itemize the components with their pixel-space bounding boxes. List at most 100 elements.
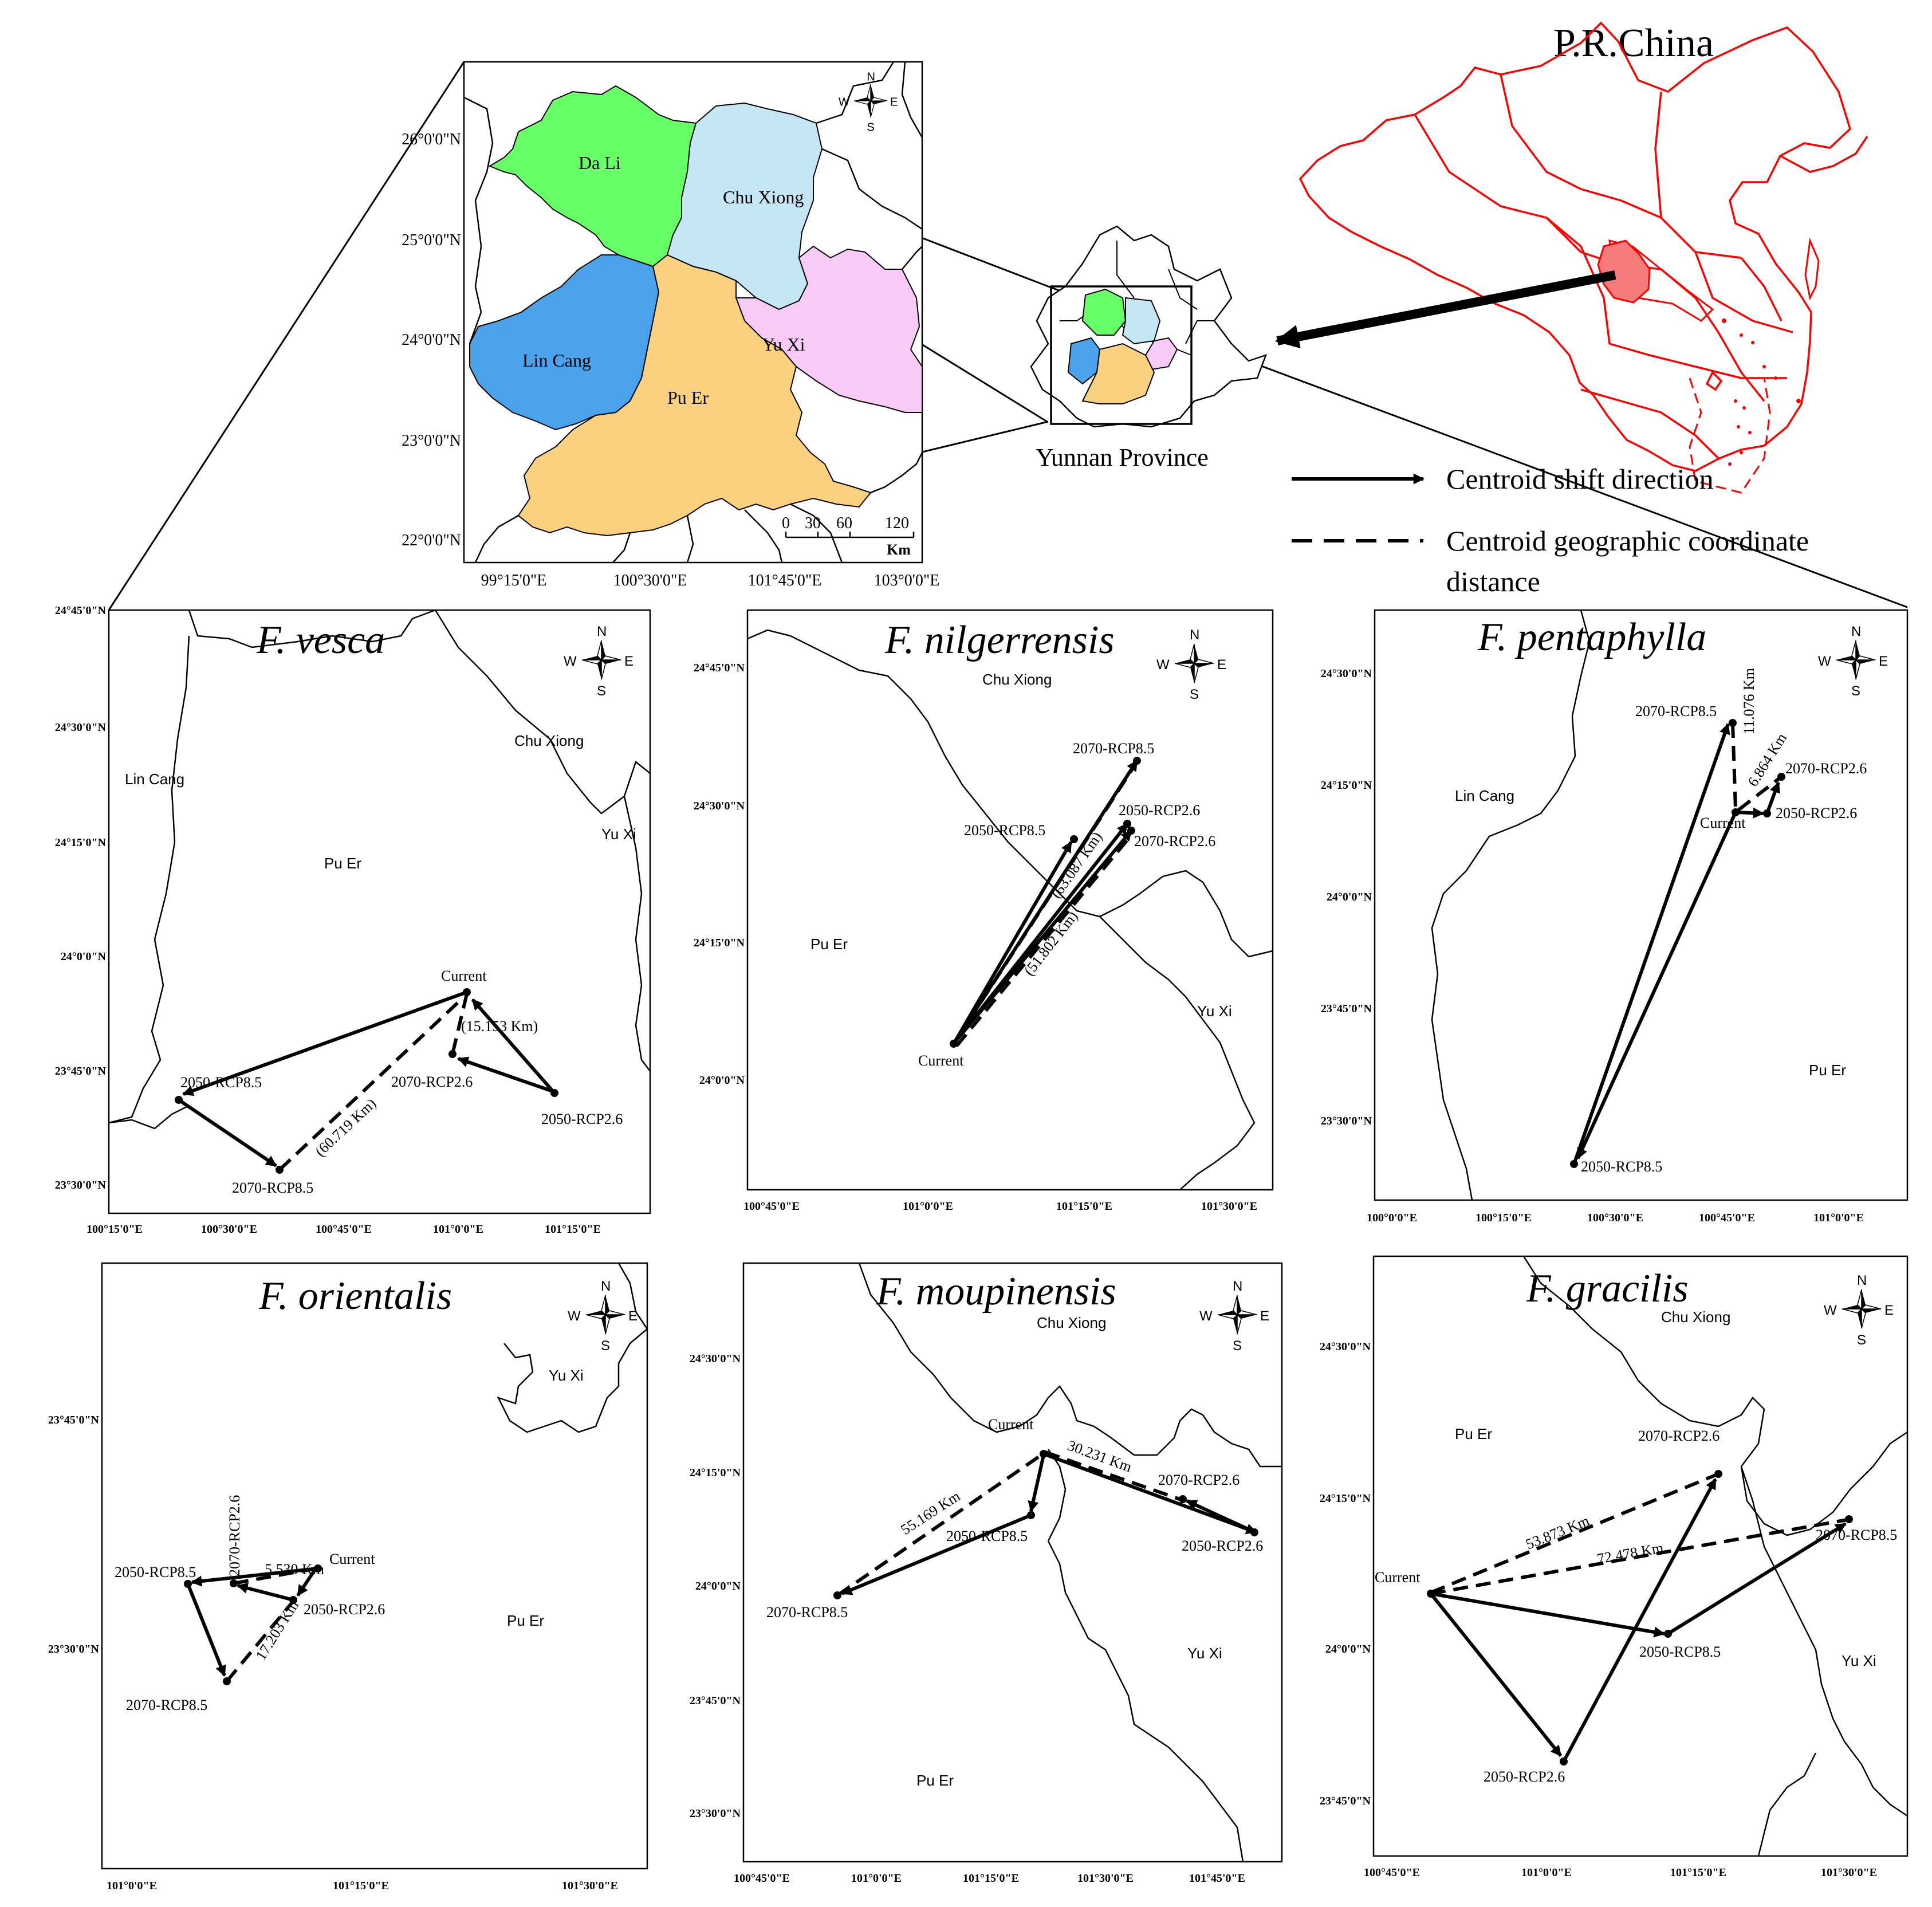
svg-text:23°30'0"N: 23°30'0"N (48, 1643, 100, 1656)
svg-text:100°45'0"E: 100°45'0"E (1364, 1866, 1420, 1879)
svg-text:24°30'0"N: 24°30'0"N (1320, 1340, 1371, 1353)
panel-title: F. moupinensis (876, 1269, 1116, 1314)
svg-text:101°15'0"E: 101°15'0"E (545, 1223, 601, 1236)
svg-text:24°45'0"N: 24°45'0"N (55, 604, 107, 617)
svg-text:23°45'0"N: 23°45'0"N (55, 1065, 107, 1078)
svg-text:101°45'0"E: 101°45'0"E (1189, 1872, 1245, 1885)
panel-title: F. nilgerrensis (884, 618, 1115, 662)
svg-text:101°0'0"E: 101°0'0"E (433, 1223, 483, 1236)
scale-num-0: 0 (782, 514, 790, 532)
svg-text:24°45'0"N: 24°45'0"N (694, 662, 745, 674)
point-2050-rcp85: 2050-RCP8.5 (180, 1074, 262, 1091)
overview-map: Da Li Chu Xiong Lin Cang Yu Xi Pu Er 0 3… (402, 61, 939, 589)
region-lincang: Lin Cang (1455, 787, 1514, 804)
compass-icon: NS EW (1818, 624, 1888, 699)
scale-unit: Km (887, 541, 911, 558)
point-2050-rcp26: 2050-RCP2.6 (1119, 802, 1200, 819)
point-2050-rcp85: 2050-RCP8.5 (1581, 1158, 1662, 1175)
point-2050-rcp26: 2050-RCP2.6 (541, 1111, 623, 1127)
legend-dashed-label-1: Centroid geographic coordinate (1446, 525, 1809, 557)
svg-text:23°30'0"N: 23°30'0"N (1321, 1115, 1372, 1127)
overview-lat-26: 26°0'0"N (402, 131, 461, 148)
svg-text:101°15'0"E: 101°15'0"E (1670, 1866, 1726, 1879)
region-yuxi: Yu Xi (1197, 1002, 1232, 1020)
svg-text:24°30'0"N: 24°30'0"N (1321, 667, 1372, 680)
point-2070-rcp85: 2070-RCP8.5 (232, 1179, 313, 1196)
svg-text:101°30'0"E: 101°30'0"E (1821, 1866, 1877, 1879)
svg-text:W: W (1156, 657, 1170, 673)
overview-lon-1: 99°15'0"E (481, 572, 547, 589)
legend: Centroid shift direction Centroid geogra… (1292, 463, 1809, 597)
point-2050-rcp26: 2050-RCP2.6 (1484, 1768, 1565, 1785)
svg-text:100°45'0"E: 100°45'0"E (743, 1200, 800, 1213)
point-2070-rcp26: 2070-RCP2.6 (1638, 1428, 1719, 1444)
region-puer: Pu Er (1455, 1425, 1492, 1442)
svg-text:24°0'0"N: 24°0'0"N (1327, 891, 1372, 903)
svg-text:100°30'0"E: 100°30'0"E (1587, 1212, 1643, 1224)
point-2050-rcp85: 2050-RCP8.5 (946, 1528, 1028, 1544)
svg-text:100°45'0"E: 100°45'0"E (734, 1872, 790, 1885)
point-2050-rcp85: 2050-RCP8.5 (1639, 1643, 1721, 1660)
svg-text:101°0'0"E: 101°0'0"E (1521, 1866, 1572, 1879)
svg-text:S: S (597, 683, 606, 699)
region-chuxiong: Chu Xiong (1661, 1308, 1730, 1326)
panel-title: F. pentaphylla (1477, 615, 1706, 659)
point-2070-rcp26: 2070-RCP2.6 (1785, 760, 1867, 777)
region-lincang: Lin Cang (125, 770, 184, 788)
svg-text:E: E (1879, 654, 1888, 669)
svg-text:W: W (568, 1308, 581, 1324)
svg-text:S: S (1190, 687, 1199, 702)
distance-label: (15.153 Km) (461, 1018, 538, 1035)
svg-text:S: S (867, 121, 875, 134)
point-2050-rcp85: 2050-RCP8.5 (115, 1564, 196, 1580)
region-chuxiong: Chu Xiong (982, 671, 1052, 688)
svg-text:N: N (1857, 1273, 1867, 1288)
svg-text:W: W (1824, 1303, 1837, 1318)
svg-text:N: N (597, 624, 607, 639)
svg-text:N: N (1190, 627, 1199, 643)
overview-lat-22: 22°0'0"N (402, 532, 461, 549)
svg-text:23°45'0"N: 23°45'0"N (1320, 1795, 1371, 1807)
point-current: Current (329, 1551, 375, 1567)
point-current: Current (441, 968, 487, 984)
yunnan-highlight (1597, 239, 1651, 304)
panel-f-pentaphylla: F. pentaphylla NS EW Lin Cang Pu Er 2070… (1321, 609, 1909, 1224)
scale-num-30: 30 (805, 514, 821, 532)
point-current: Current (1375, 1569, 1421, 1586)
panel-f-nilgerrensis: F. nilgerrensis NS EW Chu Xiong Pu Er Yu… (694, 609, 1274, 1213)
svg-text:24°0'0"N: 24°0'0"N (699, 1074, 745, 1087)
svg-text:101°15'0"E: 101°15'0"E (1056, 1200, 1112, 1213)
region-puer: Pu Er (916, 1772, 954, 1789)
compass-icon: NS EW (1156, 627, 1226, 702)
region-yuxi: Yu Xi (1842, 1652, 1876, 1669)
region-puer: Pu Er (1809, 1061, 1846, 1079)
svg-text:24°15'0"N: 24°15'0"N (55, 836, 107, 849)
compass-icon: NS EW (1824, 1273, 1894, 1348)
svg-text:24°0'0"N: 24°0'0"N (1325, 1643, 1371, 1656)
point-2070-rcp26: 2070-RCP2.6 (1134, 833, 1215, 850)
svg-text:23°45'0"N: 23°45'0"N (690, 1694, 741, 1707)
point-2070-rcp85: 2070-RCP8.5 (126, 1697, 207, 1713)
svg-text:23°30'0"N: 23°30'0"N (690, 1807, 741, 1820)
overview-lon-3: 101°45'0"E (748, 572, 822, 589)
region-chuxiong: Chu Xiong (1037, 1314, 1106, 1331)
point-2050-rcp26: 2050-RCP2.6 (1776, 805, 1857, 821)
svg-text:100°30'0"E: 100°30'0"E (201, 1223, 257, 1236)
svg-text:101°0'0"E: 101°0'0"E (903, 1200, 953, 1213)
svg-text:24°0'0"N: 24°0'0"N (61, 950, 107, 963)
region-yuxi (735, 245, 923, 413)
svg-text:101°30'0"E: 101°30'0"E (562, 1880, 618, 1892)
region-yuxi: Yu Xi (1187, 1645, 1222, 1662)
svg-text:101°15'0"E: 101°15'0"E (963, 1872, 1019, 1885)
point-current: Current (1700, 815, 1746, 831)
svg-text:W: W (1818, 654, 1831, 669)
svg-text:24°15'0"N: 24°15'0"N (1320, 1492, 1371, 1505)
china-title: P.R.China (1553, 21, 1714, 65)
svg-text:100°45'0"E: 100°45'0"E (316, 1223, 372, 1236)
point-2070-rcp26: 2070-RCP2.6 (1158, 1472, 1240, 1488)
distance-label: 5.530 Km (265, 1561, 324, 1578)
svg-text:S: S (601, 1338, 610, 1354)
point-2070-rcp26: 2070-RCP2.6 (391, 1074, 473, 1090)
panel-f-gracilis: F. gracilis NS EW Chu Xiong Pu Er Yu Xi … (1320, 1255, 1909, 1879)
overview-lat-24: 24°0'0"N (402, 331, 461, 349)
